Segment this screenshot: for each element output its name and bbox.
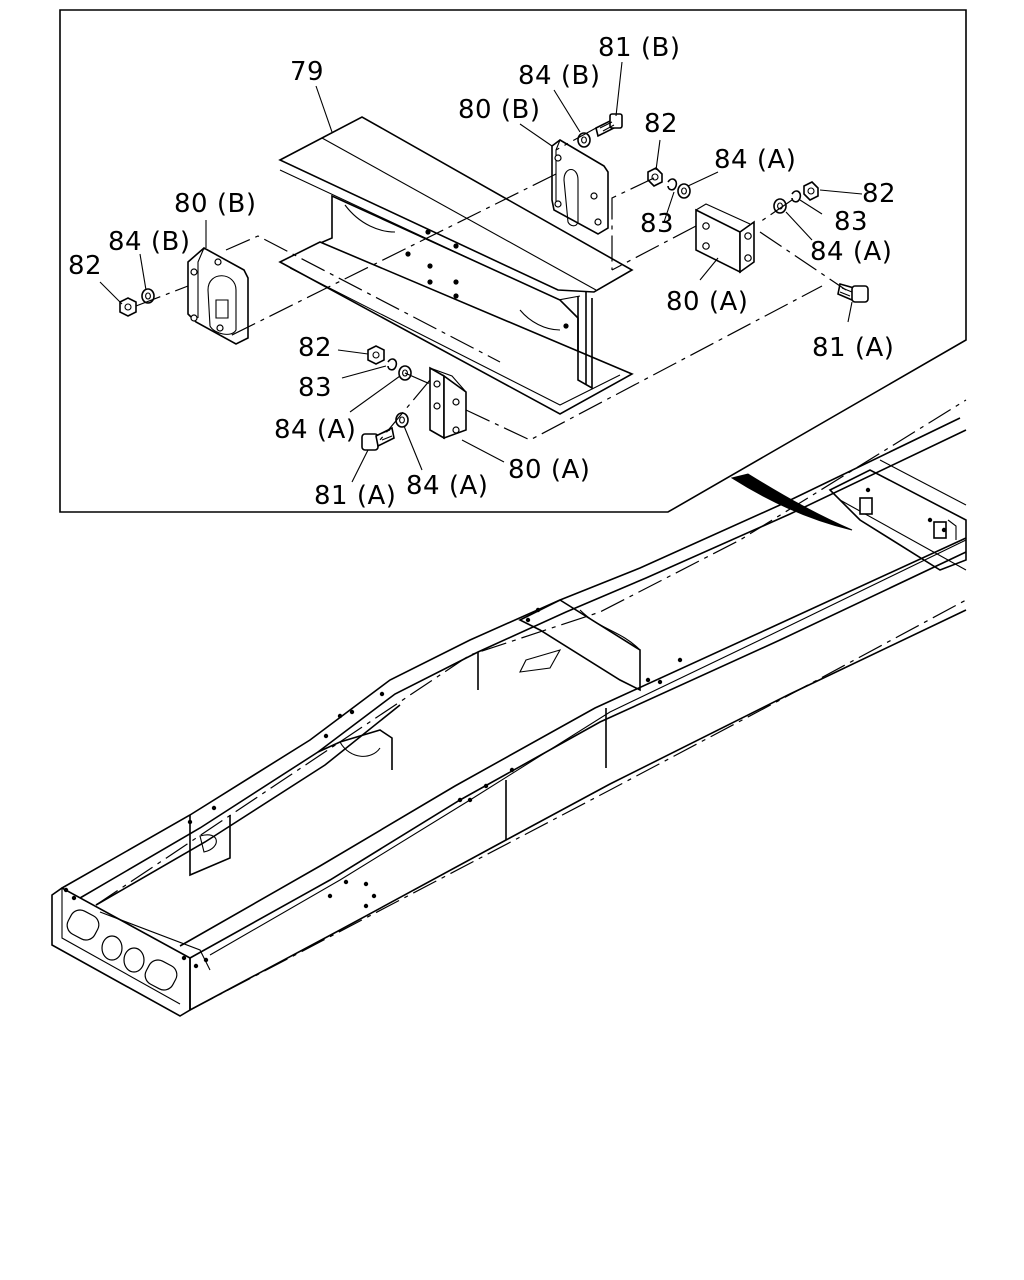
callout-84b-left: 84 (B) <box>108 227 190 257</box>
callout-82-lower: 82 <box>298 333 332 363</box>
callout-81a-right: 81 (A) <box>812 333 894 363</box>
bolt-81a-right <box>837 282 869 303</box>
callout-82-right: 82 <box>862 179 896 209</box>
callout-81a-lower: 81 (A) <box>314 481 396 511</box>
callout-80a-lower: 80 (A) <box>508 455 590 485</box>
nut-82-lower <box>367 345 385 365</box>
callout-84a-lower: 84 (A) <box>274 415 356 445</box>
nut-82-left <box>119 297 137 317</box>
callout-83-right: 83 <box>834 207 868 237</box>
washer-84a-upper <box>677 183 691 199</box>
spring-washer-83-right <box>791 190 802 203</box>
callout-83-upper: 83 <box>640 209 674 239</box>
callout-labels: 79 81 (B) 84 (B) 80 (B) 82 84 (A) 82 83 … <box>68 33 896 511</box>
callout-82-upper: 82 <box>644 109 678 139</box>
bracket-80b-upper <box>551 139 609 235</box>
callout-80b-left: 80 (B) <box>174 189 256 219</box>
callout-83-lower: 83 <box>298 373 332 403</box>
bracket-80a-lower <box>429 366 467 440</box>
spring-washer-83-lower <box>387 358 398 371</box>
callout-84a-right: 84 (A) <box>810 237 892 267</box>
detail-inset-frame <box>59 9 967 513</box>
bracket-80a-right <box>695 203 755 274</box>
chassis-frame <box>51 399 967 1017</box>
callout-84b-top: 84 (B) <box>518 61 600 91</box>
washer-84a-bottom <box>395 412 409 428</box>
spring-washer-83-upper <box>667 178 678 191</box>
callout-79: 79 <box>290 57 324 87</box>
callout-84a-bottom: 84 (A) <box>406 471 488 501</box>
callout-84a-upper: 84 (A) <box>714 145 796 175</box>
crossmember <box>278 116 634 415</box>
bolt-81a-lower <box>361 426 395 451</box>
bracket-80b-left <box>187 247 249 345</box>
nut-82-upper <box>647 167 663 187</box>
washer-84a-right <box>773 198 787 214</box>
center-lines <box>135 127 847 441</box>
callout-80b-top: 80 (B) <box>458 95 540 125</box>
detail-pointer-wedge <box>730 473 853 531</box>
callout-80a-right: 80 (A) <box>666 287 748 317</box>
callout-81b: 81 (B) <box>598 33 680 63</box>
nut-82-right <box>803 181 819 201</box>
washer-84b-left <box>141 288 155 304</box>
bolt-81b <box>595 113 623 138</box>
leader-lines <box>99 61 863 483</box>
callout-82-left: 82 <box>68 251 102 281</box>
